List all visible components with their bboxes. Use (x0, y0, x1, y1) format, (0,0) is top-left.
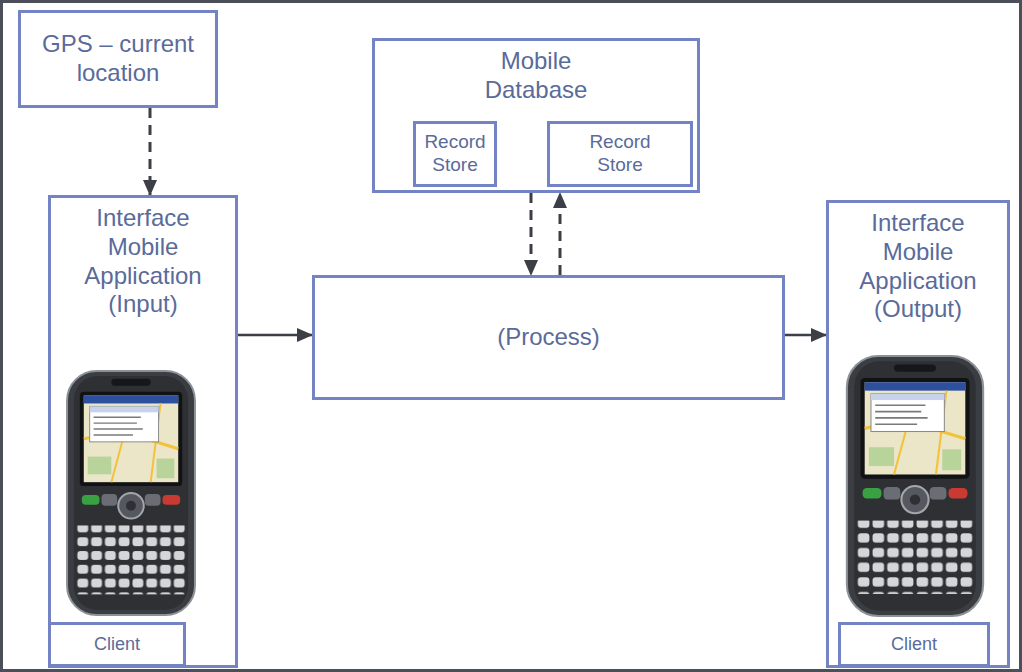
node-label: (Process) (497, 323, 600, 352)
node-label: Client (891, 634, 937, 656)
node-label: Record Store (420, 131, 490, 177)
client-box: Client (838, 622, 990, 667)
node-label: Interface Mobile Application (Input) (68, 204, 218, 319)
client-box: Client (48, 622, 186, 667)
input-source-box: GPS – current location (18, 10, 218, 108)
interface-box: Interface Mobile Application (Input) Clie… (48, 195, 238, 668)
database-box: Mobile DatabaseRecord Store Record Store (372, 38, 700, 193)
dashed-arrow (149, 108, 152, 195)
dashed-arrow (559, 193, 562, 275)
record-store-box: Record Store (547, 121, 693, 187)
flow-arrow (238, 334, 312, 337)
node-label: Record Store (578, 131, 662, 177)
dashed-arrow (530, 193, 533, 275)
flow-arrow (785, 334, 826, 337)
interface-box: Interface Mobile Application (Output) Cli… (826, 200, 1010, 668)
node-label: Client (94, 634, 140, 656)
node-label: Interface Mobile Application (Output) (843, 209, 993, 324)
record-store-box: Record Store (413, 121, 497, 187)
node-label: GPS – current location (31, 30, 206, 88)
process-box: (Process) (312, 275, 785, 400)
node-label: Mobile Database (476, 47, 596, 105)
